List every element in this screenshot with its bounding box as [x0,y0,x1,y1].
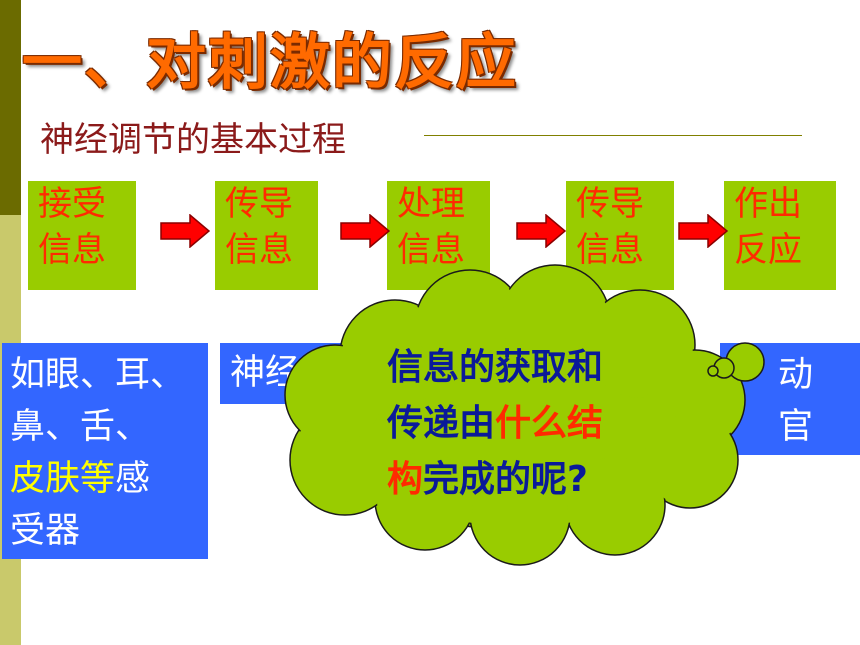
arrow-right-icon [678,214,728,248]
subtitle-rule [424,135,802,136]
effector-line-2: 官 [778,407,814,447]
receptor-highlight: 皮肤等 [10,459,116,499]
slide-title: 一、对刺激的反应 [22,28,518,98]
step-line-1: 传导 [576,184,644,224]
arrow-right-icon [340,214,390,248]
receptor-line-3-tail: 感 [115,459,151,499]
cloud-line-3: 构完成的呢? [387,452,603,508]
effector-line-1: 动 [778,355,814,395]
step-line-2: 信息 [397,230,465,270]
arrow-right-icon [516,214,566,248]
cloud-highlight: 什么结 [495,403,604,444]
receptor-line-4: 受器 [10,511,81,551]
step-line-1: 作出 [734,184,802,224]
step-box-receive: 接受 信息 [28,181,136,290]
receptor-line-3: 皮肤等感 [10,453,208,505]
step-line-2: 反应 [734,230,802,270]
cloud-highlight-2: 构 [387,459,424,500]
receptor-line-1: 如眼、耳、 [10,355,186,395]
step-line-2: 信息 [576,230,644,270]
cloud-line-1: 信息的获取和 [387,347,604,388]
step-box-respond: 作出 反应 [724,181,836,290]
step-line-2: 信息 [38,230,106,270]
step-box-conduct: 传导 信息 [215,181,318,290]
step-line-1: 传导 [225,184,293,224]
cloud-question: 信息的获取和 传递由什么结 构完成的呢? [387,340,603,508]
receptor-line-2: 鼻、舌、 [10,407,151,447]
arrow-right-icon [160,214,210,248]
side-accent-bar-dark [0,0,21,215]
cloud-line-3-end: 完成的呢? [423,459,588,500]
step-box-conduct-2: 传导 信息 [566,181,674,290]
slide-subtitle: 神经调节的基本过程 [40,120,346,160]
cloud-line-2-start: 传递由 [387,403,496,444]
step-line-1: 处理 [397,184,465,224]
cloud-line-2: 传递由什么结 [387,396,603,452]
step-line-1: 接受 [38,184,106,224]
receptor-info-box: 如眼、耳、 鼻、舌、 皮肤等感 受器 [2,343,208,559]
step-line-2: 信息 [225,230,293,270]
